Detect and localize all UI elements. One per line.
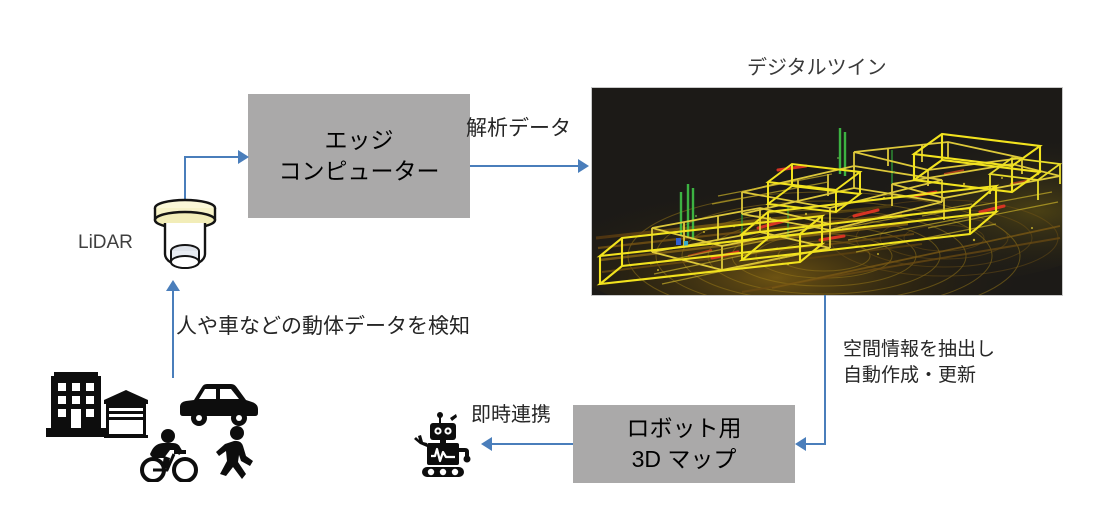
connector-objects-to-lidar [172, 290, 174, 378]
label-extract-line2: 自動作成・更新 [843, 365, 977, 387]
connector-lidar-up-segment [184, 156, 186, 212]
digital-twin-title: デジタルツイン [747, 57, 887, 79]
arrowhead-edge-to-twin [578, 159, 589, 173]
pointcloud-blue-marker [676, 238, 688, 246]
bbox-far-right [987, 157, 1062, 200]
edge-computer-box[interactable]: エッジ コンピューター [248, 94, 470, 218]
robot-map-label-line1: ロボット用 [626, 415, 742, 442]
robot-map-label-line2: 3D マップ [631, 446, 737, 472]
label-lidar: LiDAR [78, 232, 133, 253]
connector-twin-down-segment [824, 295, 826, 444]
arrowhead-lidar-to-edge [238, 150, 249, 164]
robot-3d-map-box[interactable]: ロボット用 3D マップ [573, 405, 795, 483]
connector-lidar-right-segment [184, 156, 240, 158]
bbox-upper-right [911, 132, 1043, 194]
bbox-long-left [596, 214, 826, 286]
robot-icon [412, 412, 476, 478]
bbox-mid-small [765, 162, 863, 214]
edge-computer-label-line2: コンピューター [278, 158, 440, 184]
pedestrian-icon [213, 425, 259, 483]
cyclist-icon [140, 428, 206, 483]
arrowhead-objects-to-lidar [166, 280, 180, 291]
arrowhead-twin-to-map [795, 437, 806, 451]
label-realtime-link: 即時連携 [471, 404, 551, 426]
label-analysis-data: 解析データ [466, 117, 571, 140]
bbox-long-center [738, 184, 1000, 262]
label-detect-moving-objects: 人や車などの動体データを検知 [176, 315, 470, 338]
edge-computer-label-line1: エッジ [324, 127, 394, 154]
label-extract-spatial: 空間情報を抽出し 自動作成・更新 [843, 337, 995, 389]
digital-twin-pointcloud-image [592, 88, 1062, 295]
label-extract-line1: 空間情報を抽出し [843, 339, 996, 360]
car-icon [178, 380, 260, 428]
connector-map-to-robot [492, 443, 573, 445]
connector-edge-to-twin [470, 165, 578, 167]
connector-twin-left-segment [806, 443, 826, 445]
building-warehouse-icon [38, 366, 148, 440]
arrowhead-map-to-robot [481, 437, 492, 451]
lidar-sensor-icon [143, 196, 227, 282]
